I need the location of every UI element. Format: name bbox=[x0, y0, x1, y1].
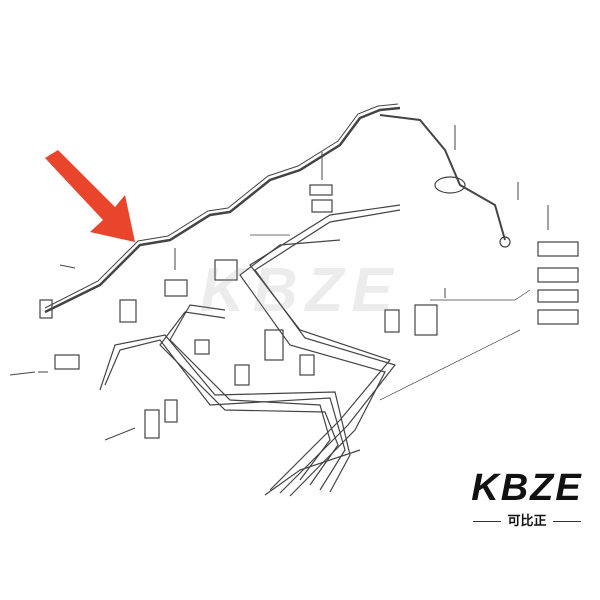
watermark: KBZE bbox=[200, 256, 401, 325]
injection-pipes bbox=[99, 204, 401, 497]
fuel-return-pipe bbox=[44, 106, 401, 314]
bolts bbox=[9, 125, 549, 441]
logo-subtitle: 可比正 bbox=[462, 510, 592, 529]
clamps bbox=[54, 184, 579, 439]
logo-text: KBZE bbox=[471, 467, 583, 509]
pointer-arrow bbox=[45, 150, 135, 242]
brand-logo: KBZE 可比正 bbox=[462, 468, 592, 529]
